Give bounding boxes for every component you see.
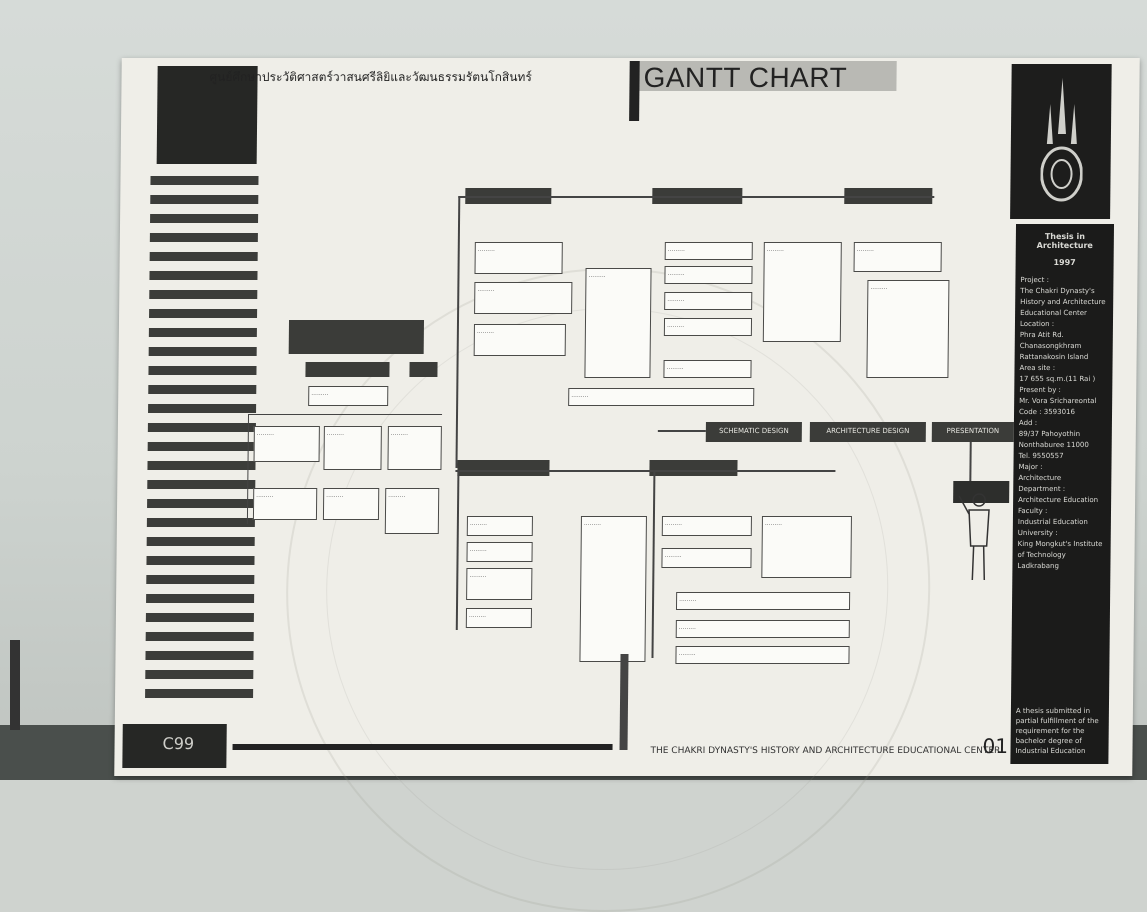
info-line: 17 655 sq.m.(11 Rai ) [1019,374,1107,385]
info-line: Architecture [1018,473,1106,484]
info-line: Faculty : [1018,506,1106,517]
thesis-info-panel: Thesis in Architecture 1997 Project : Th… [1010,224,1114,764]
task-box: ......... [466,568,532,600]
task-box: ......... [474,324,566,356]
info-line: Nonthaburee 11000 [1019,440,1107,451]
task-box: ......... [662,516,752,536]
decorative-stripes [145,176,259,706]
phase-label: ARCHITECTURE DESIGN [810,422,926,435]
info-line: Add : [1019,418,1107,429]
info-line: Phra Atit Rd. [1020,330,1108,341]
task-box: ......... [761,516,852,578]
crown-emblem-icon [1040,74,1083,214]
connector-line [658,430,706,432]
task-box: ......... [665,242,753,260]
info-line: Location : [1020,319,1108,330]
info-line: Major : [1018,462,1106,473]
task-box: ......... [579,516,647,662]
info-line: of Technology Ladkrabang [1017,550,1105,572]
chart-header-4 [457,460,549,476]
thesis-heading: Thesis in Architecture [1016,232,1114,250]
task-box: ......... [474,282,572,314]
page-title: GANTT CHART [643,62,847,94]
task-box: ......... [254,426,320,462]
task-box: ......... [664,266,752,284]
info-line: Code : 3593016 [1019,407,1107,418]
task-box: ......... [323,488,379,520]
task-box: ......... [676,592,850,610]
footer-rule [233,744,613,750]
connector-line [969,442,971,482]
info-line: Project : [1020,275,1108,286]
info-line: 89/37 Pahoyothin [1019,429,1107,440]
task-box: ......... [308,386,388,406]
info-line: Rattanakosin Island [1020,352,1108,363]
left-node [305,362,389,377]
info-line: The Chakri Dynasty's [1020,286,1108,297]
task-box: ......... [866,280,949,378]
info-line: King Mongkut's Institute [1018,539,1106,550]
info-line: Architecture Education [1018,495,1106,506]
connector-line [458,196,934,198]
task-box: ......... [568,388,754,406]
institute-name: ศูนย์ศึกษาประวัติศาสตร์วาสนศรีลิยิและวัฒ… [209,68,531,87]
info-line: History and Architecture [1020,297,1108,308]
task-box: ......... [675,646,849,664]
task-box: ......... [664,318,752,336]
info-line: Industrial Education [1018,517,1106,528]
corner-code: C99 [162,734,194,753]
connector-line [248,414,442,415]
phase-presentation: PRESENTATION [932,422,1014,442]
phase-label: SCHEMATIC DESIGN [706,422,802,435]
info-line: University : [1018,528,1106,539]
task-box: ......... [664,292,752,310]
stand-post [10,640,20,730]
info-line: Tel. 9550557 [1019,451,1107,462]
footer-project-name: THE CHAKRI DYNASTY'S HISTORY AND ARCHITE… [650,746,1000,756]
task-box: ......... [763,242,842,342]
info-line: Educational Center [1020,308,1108,319]
task-box: ......... [584,268,651,378]
task-box: ......... [466,542,532,562]
info-line: Area site : [1019,363,1107,374]
info-line: Department : [1018,484,1106,495]
phase-architecture-design: ARCHITECTURE DESIGN [810,422,926,442]
bottom-left-black-block: C99 [122,724,226,768]
task-box: ......... [323,426,381,470]
left-node-small [409,362,437,377]
task-box: ......... [253,488,317,520]
task-box: ......... [661,548,751,568]
phase-label: PRESENTATION [932,422,1014,435]
task-box: ......... [387,426,441,470]
task-box: ......... [663,360,751,378]
poster-board: ศูนย์ศึกษาประวัติศาสตร์วาสนศรีลิยิและวัฒ… [114,58,1140,776]
connector-line [455,470,835,472]
title-accent [629,61,640,121]
task-box: ......... [466,608,532,628]
chart-header-5 [649,460,737,476]
task-box: ......... [676,620,850,638]
vertical-bar [620,654,629,750]
logo-panel [1010,64,1112,219]
task-box: ......... [467,516,533,536]
task-box: ......... [854,242,942,272]
info-line: Mr. Vora Srichareontal [1019,396,1107,407]
info-line: Present by : [1019,385,1107,396]
thesis-note: A thesis submitted in partial fulfillmen… [1015,706,1104,756]
sheet-number: 01 [982,734,1008,758]
root-node [289,320,424,354]
task-box: ......... [385,488,439,534]
presenter-figure-icon [956,488,997,583]
task-box: ......... [474,242,562,274]
phase-schematic-design: SCHEMATIC DESIGN [706,422,802,442]
thesis-year: 1997 [1016,258,1114,267]
info-line: Chanasongkhram [1020,341,1108,352]
